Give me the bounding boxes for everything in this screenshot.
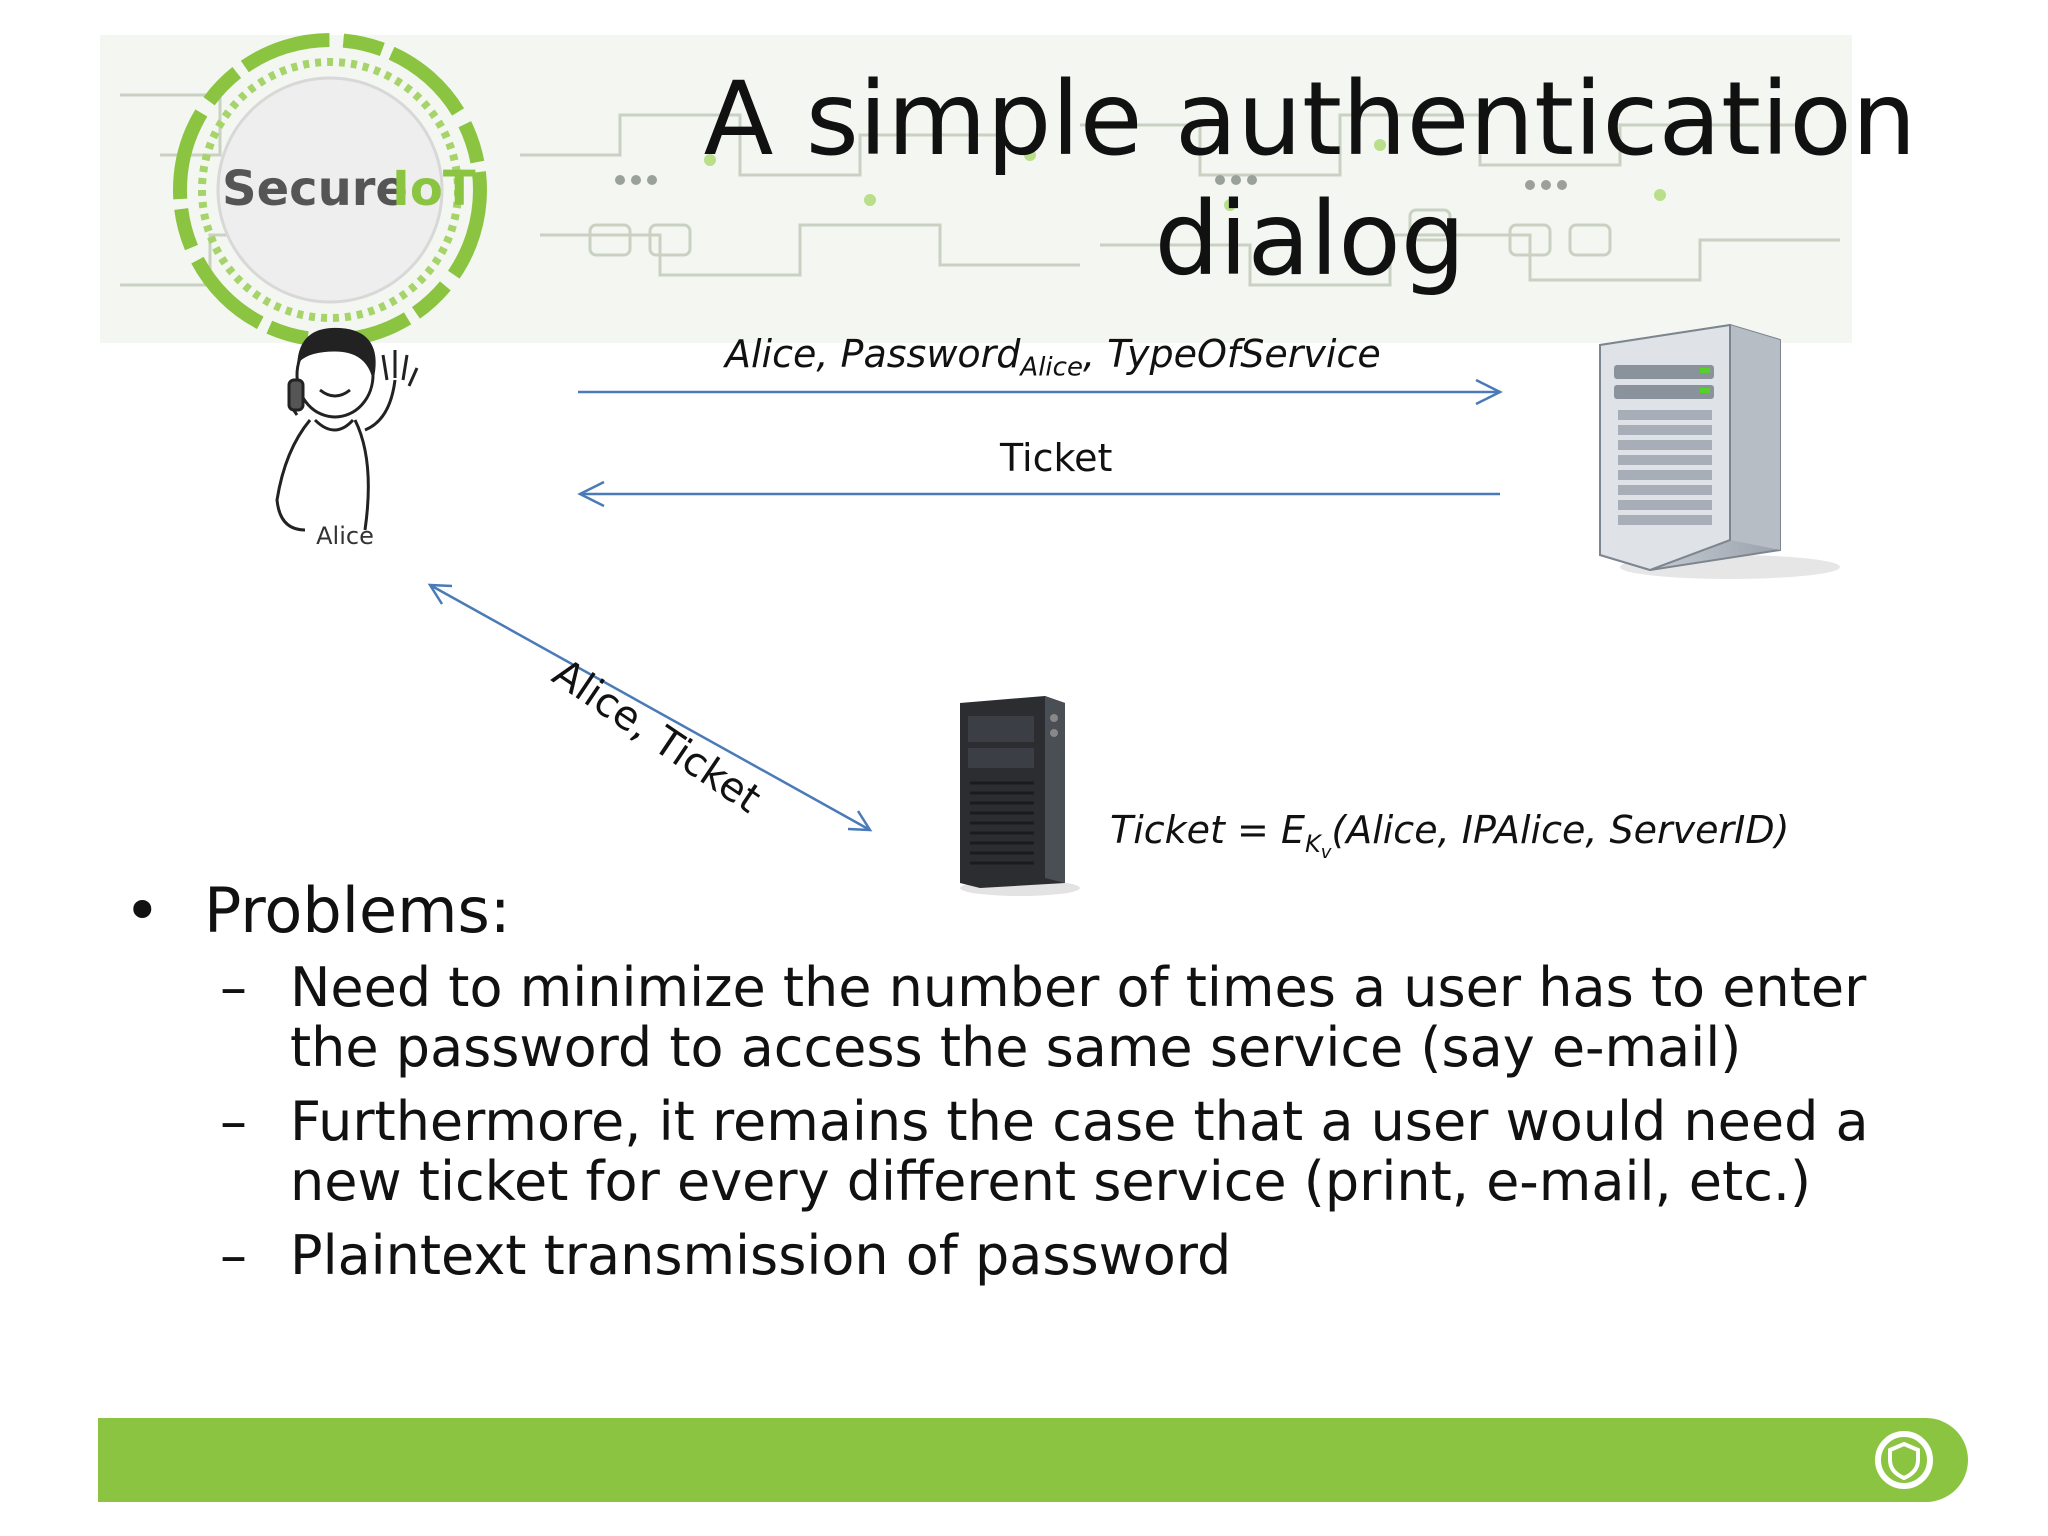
secureiot-logo: Secure IoT xyxy=(173,33,487,347)
request-message: Alice, PasswordAlice, TypeOfService xyxy=(725,332,1381,383)
tower-server-icon xyxy=(1599,323,1840,579)
shield-icon xyxy=(1875,1431,1933,1489)
bullet-item: – Plaintext transmission of password xyxy=(220,1224,1232,1287)
ticket-message: Ticket xyxy=(1000,436,1113,480)
bullet-item: – Need to minimize the number of times a… xyxy=(220,956,1867,1079)
logo-text-secure: Secure xyxy=(222,161,408,217)
bullet-item: – Furthermore, it remains the case that … xyxy=(220,1090,1869,1213)
alice-person-icon xyxy=(275,327,419,532)
problems-list: • Problems: – Need to minimize the numbe… xyxy=(120,878,1920,1286)
logo-text-iot: IoT xyxy=(392,161,476,217)
small-server-icon xyxy=(960,696,1080,896)
ticket-formula: Ticket = EKv(Alice, IPAlice, ServerID) xyxy=(1110,808,1790,863)
footer-bar xyxy=(98,1418,1968,1502)
alice-caption: Alice xyxy=(316,522,374,550)
diagonal-arrow xyxy=(429,583,871,832)
bullet-dot: • xyxy=(124,874,161,947)
bullet-heading: • Problems: xyxy=(120,878,1920,944)
slide-title: A simple authentication dialog xyxy=(703,60,1917,299)
